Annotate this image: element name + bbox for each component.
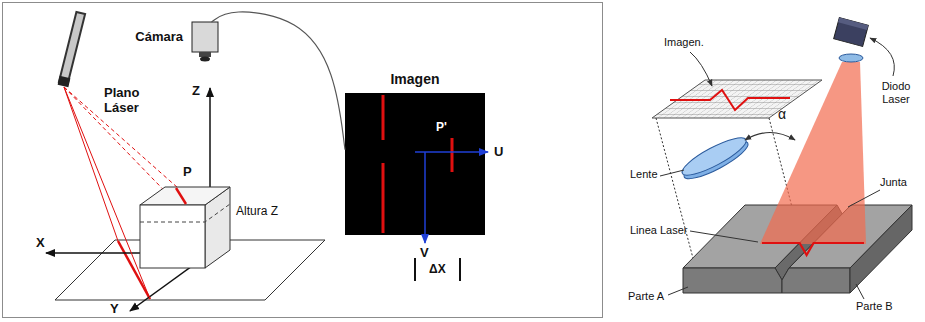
part-label: Lente — [630, 168, 658, 181]
image-frame — [424, 152, 426, 243]
plane-label: Plano Láser — [104, 86, 150, 116]
image-frame — [345, 93, 488, 243]
camera-icon — [192, 22, 218, 52]
camera-icon — [192, 22, 218, 62]
laser-diode — [838, 17, 868, 30]
angle-label: α — [778, 106, 786, 122]
laser-diode — [839, 54, 863, 62]
dimension-label: ΔX — [429, 263, 446, 277]
image-frame — [451, 138, 454, 172]
workpiece — [782, 268, 850, 293]
angle-arrow — [745, 133, 795, 141]
image-frame — [345, 93, 485, 235]
laser-beam — [760, 62, 866, 244]
laser-diode — [834, 17, 869, 62]
projection-line — [656, 118, 694, 262]
part-label: Linea Laser — [630, 224, 688, 237]
image-plane — [670, 90, 790, 110]
panel-frame — [3, 3, 603, 318]
leader-line — [848, 190, 880, 207]
camera-body: Cámara — [192, 22, 218, 52]
leader-line — [856, 284, 864, 299]
lens-symbol — [678, 132, 750, 182]
image-frame — [415, 151, 488, 153]
camera-cable — [212, 12, 346, 150]
axis-label: V — [420, 246, 429, 261]
part-label: Parte B — [856, 300, 893, 313]
height-label: Altura Z — [236, 205, 278, 219]
dimension-tick — [459, 258, 461, 281]
workpiece — [683, 268, 782, 293]
image-plane — [652, 80, 822, 118]
laser-pointer — [63, 12, 81, 84]
axis-label: Y — [110, 302, 119, 317]
axis-label: U — [494, 145, 503, 160]
laser-plane — [64, 87, 178, 188]
laser-diode — [834, 17, 869, 46]
point-label: P — [183, 165, 192, 180]
laser-diode — [834, 17, 869, 46]
part-label: Imagen. — [664, 36, 704, 49]
image-plane — [652, 80, 822, 118]
leader-line — [870, 38, 894, 76]
dimension-tick — [415, 258, 460, 281]
laser-pointer — [63, 12, 81, 86]
laser-trace — [176, 188, 186, 204]
node-title: Imagen — [345, 71, 485, 87]
node-title: Cámara — [135, 30, 183, 45]
axis-label: Z — [192, 84, 200, 99]
object-box — [140, 187, 230, 205]
leader-line — [660, 170, 684, 176]
object-box — [140, 187, 230, 268]
image-frame: Imagen — [345, 93, 485, 235]
leader-line — [690, 231, 758, 242]
camera-icon — [199, 52, 211, 57]
image-plane — [652, 80, 822, 118]
part-label: Diodo Laser — [874, 80, 918, 105]
lens-symbol — [678, 132, 752, 185]
part-label: Parte A — [628, 290, 664, 303]
laser-pointer — [63, 77, 65, 86]
laser-plane — [64, 87, 150, 299]
dimension-tick — [414, 258, 416, 281]
object-box — [140, 205, 205, 268]
laser-pointer — [64, 14, 81, 82]
point-label: P' — [436, 121, 447, 135]
part-label: Junta — [880, 176, 907, 189]
camera-icon — [200, 57, 210, 62]
axis-label: X — [36, 236, 45, 251]
image-frame — [382, 95, 385, 140]
leader-line — [690, 52, 712, 86]
image-frame — [382, 163, 385, 233]
leader-line — [668, 190, 880, 299]
object-box — [140, 204, 230, 222]
leader-line — [668, 287, 688, 295]
laser-trace — [762, 243, 864, 255]
